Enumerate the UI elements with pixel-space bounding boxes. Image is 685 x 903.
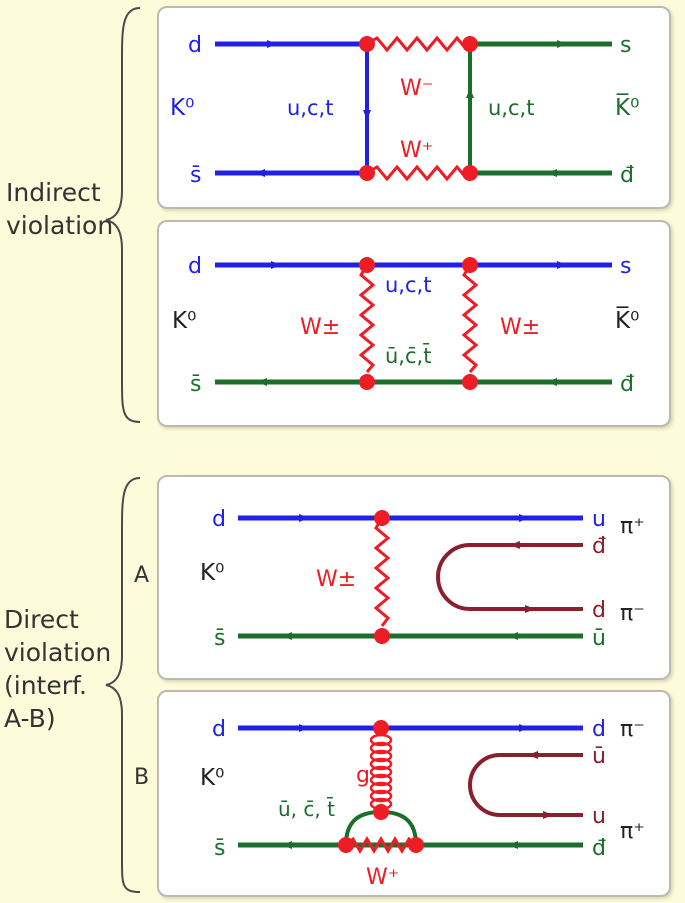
box3-d: d [212,507,226,532]
box4-ubar: ū [592,744,606,769]
direct-brace [105,477,141,893]
box1-w-bottom: W⁺ [400,138,433,163]
box4-k0: K⁰ [200,765,224,791]
box4-d-out: d [592,717,606,742]
box4-u: u [592,804,606,829]
box2-w-left: W± [300,315,340,340]
box4-w: W⁺ [366,865,399,890]
box2-d: d [188,254,202,279]
box3-u: u [592,507,606,532]
diagram-box-3 [157,475,671,680]
box2-quarks-top: u,c,t [385,273,431,297]
box1-sbar: s̄ [190,163,201,188]
box1-s: s [620,33,631,58]
box4-pi-plus: π⁺ [620,819,645,844]
box3-pi-minus: π⁻ [620,601,645,626]
row-label-b: B [134,765,150,790]
box2-k0: K⁰ [172,308,196,334]
indirect-violation-label: Indirect violation [6,178,114,240]
box2-k0bar: K̅⁰ [615,306,639,334]
box3-ubar: ū [592,626,606,651]
box3-k0: K⁰ [200,560,224,586]
box3-sbar: s̄ [214,626,225,651]
direct-violation-label: Direct violation (interf. A-B) [4,605,112,733]
box1-quarks-right: u,c,t [488,96,534,120]
box1-k0: K⁰ [170,95,194,121]
box3-d-out: d [592,598,606,623]
box3-w: W± [316,567,356,592]
box1-d: d [188,33,202,58]
box4-loop: ū, c̄, t̄ [278,796,335,821]
box2-lines [215,257,612,390]
box1-lines [215,35,612,182]
row-label-a: A [134,563,150,588]
box3-lines [238,510,583,644]
box1-k0bar: K̅⁰ [615,93,639,121]
box4-lines [238,720,583,854]
box4-pi-minus: π⁻ [620,717,645,742]
box4-sbar: s̄ [214,836,225,861]
diagram-box-2 [157,220,671,427]
box2-dbar: đ [620,372,634,397]
box1-quarks-left: u,c,t [287,96,333,120]
diagram-box-4 [157,690,671,897]
box3-pi-plus: π⁺ [620,514,645,539]
box2-w-right: W± [500,315,540,340]
box2-quarks-bottom: ū,c̄,t̄ [385,343,431,368]
box2-s: s [620,254,631,279]
box4-d: d [212,717,226,742]
box4-dbar: đ [592,836,606,861]
box1-dbar: đ [620,163,634,188]
indirect-brace [105,7,141,423]
box2-sbar: s̄ [190,372,201,397]
box3-dbar: đ [592,534,606,559]
box1-w-top: W⁻ [400,76,433,101]
box4-g: g [356,763,370,788]
